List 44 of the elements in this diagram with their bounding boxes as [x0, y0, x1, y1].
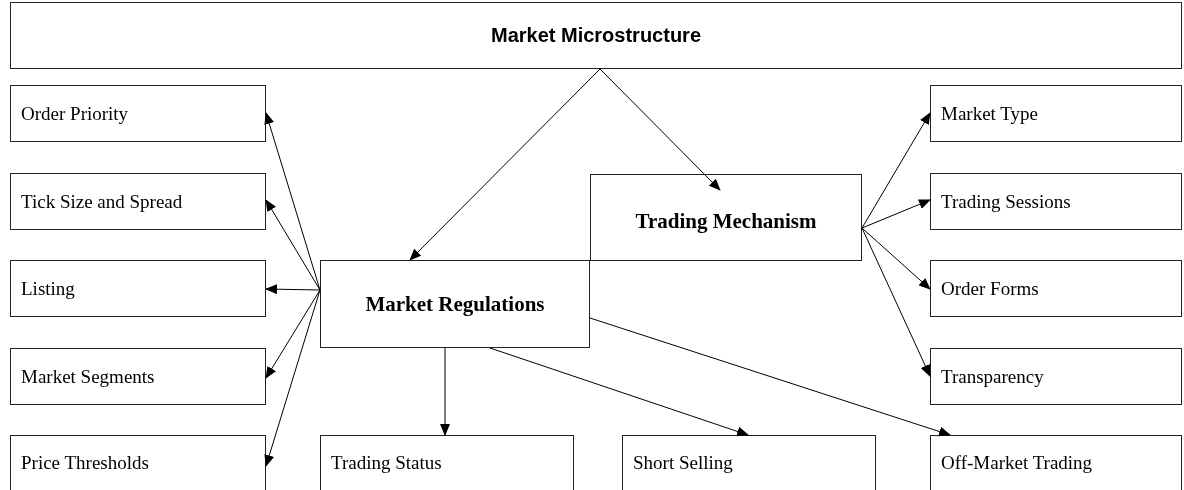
heading-box — [320, 260, 590, 348]
box-label: Price Thresholds — [21, 452, 149, 474]
arrow — [264, 289, 321, 467]
arrow — [861, 227, 931, 377]
box-label: Market Microstructure — [490, 24, 702, 47]
box-label: Order Priority — [21, 102, 129, 125]
arrow — [599, 68, 721, 191]
topic-box — [320, 435, 574, 490]
topic-box — [10, 348, 266, 405]
topic-box — [10, 260, 266, 317]
box-label: Market Regulations — [365, 291, 545, 317]
box-label: Short Selling — [633, 452, 733, 474]
topic-box — [10, 435, 266, 490]
arrow — [264, 112, 321, 291]
box-label: Tick Size and Spread — [21, 190, 183, 213]
box-label: Market Segments — [21, 365, 155, 388]
heading-box — [590, 174, 862, 261]
arrow — [589, 317, 951, 437]
topic-box — [930, 260, 1182, 317]
arrow — [265, 284, 321, 295]
topic-box — [930, 348, 1182, 405]
arrow — [440, 347, 450, 436]
arrow — [861, 227, 931, 290]
topic-box — [930, 85, 1182, 142]
arrow — [265, 199, 321, 291]
topic-box — [622, 435, 876, 490]
box-label: Trading Sessions — [941, 190, 1071, 213]
heading-box — [10, 2, 1182, 69]
arrow — [861, 112, 931, 229]
box-label: Trading Mechanism — [635, 209, 817, 234]
topic-box — [10, 173, 266, 230]
arrow — [409, 68, 601, 261]
box-label: Off-Market Trading — [941, 452, 1093, 474]
arrow — [861, 199, 931, 229]
box-label: Market Type — [941, 102, 1038, 125]
arrow — [265, 289, 321, 379]
box-label: Trading Status — [331, 452, 442, 474]
box-label: Listing — [21, 277, 75, 300]
topic-box — [930, 173, 1182, 230]
arrow — [489, 347, 749, 437]
box-label: Order Forms — [941, 277, 1039, 300]
topic-box — [930, 435, 1182, 490]
box-label: Transparency — [941, 365, 1044, 388]
topic-box — [10, 85, 266, 142]
